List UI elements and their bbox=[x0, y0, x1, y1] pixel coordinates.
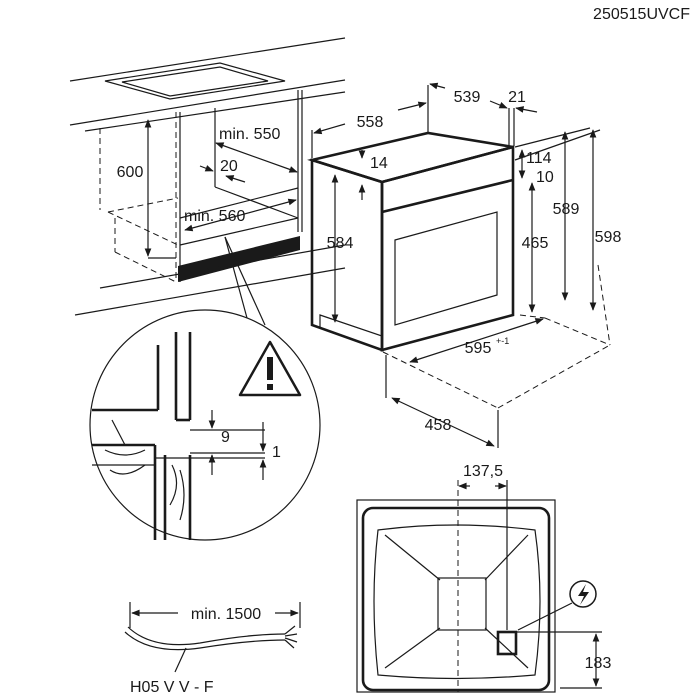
dim-width-tolerance: +-1 bbox=[496, 336, 509, 346]
detail-view bbox=[89, 309, 321, 541]
dim-cable-length: min. 1500 bbox=[191, 606, 261, 623]
dim-oven-depth: 558 bbox=[357, 114, 384, 131]
dim-cabinet-gap: 20 bbox=[220, 158, 238, 175]
power-socket bbox=[496, 630, 518, 656]
dim-oven-side-height: 584 bbox=[327, 235, 354, 252]
dim-detail-gap-bottom: 1 bbox=[272, 444, 281, 461]
oven-back-view bbox=[356, 480, 602, 693]
dim-door-height: 465 bbox=[522, 235, 549, 252]
dim-panel-gap: 10 bbox=[536, 169, 554, 186]
dim-socket-height: 183 bbox=[585, 655, 612, 672]
warning-triangle-icon bbox=[238, 340, 302, 397]
dim-panel-height: 114 bbox=[526, 150, 552, 167]
dim-cabinet-height: 600 bbox=[117, 164, 144, 181]
dim-body-height: 589 bbox=[553, 201, 580, 218]
dim-cabinet-depth: min. 550 bbox=[219, 126, 280, 143]
electric-lightning-icon bbox=[569, 580, 597, 608]
oven-door-window bbox=[394, 211, 498, 326]
hob bbox=[104, 62, 286, 100]
dim-top-offset: 14 bbox=[370, 155, 388, 172]
oven bbox=[307, 82, 611, 448]
dim-base-depth: 458 bbox=[425, 417, 452, 434]
plinth bbox=[178, 236, 300, 282]
kitchen-cabinet bbox=[69, 37, 346, 326]
dim-detail-gap-top: 9 bbox=[221, 429, 230, 446]
model-code: 250515UVCF bbox=[593, 6, 690, 23]
cable-type: H05 V V - F bbox=[130, 679, 214, 696]
dim-total-height: 598 bbox=[595, 229, 622, 246]
dim-front-thickness: 21 bbox=[508, 89, 526, 106]
dim-oven-body-depth: 539 bbox=[454, 89, 481, 106]
dim-width: 595 bbox=[465, 340, 492, 357]
dim-socket-offset: 137,5 bbox=[463, 463, 503, 480]
dim-cabinet-width: min. 560 bbox=[184, 208, 245, 225]
power-cable bbox=[124, 602, 301, 673]
